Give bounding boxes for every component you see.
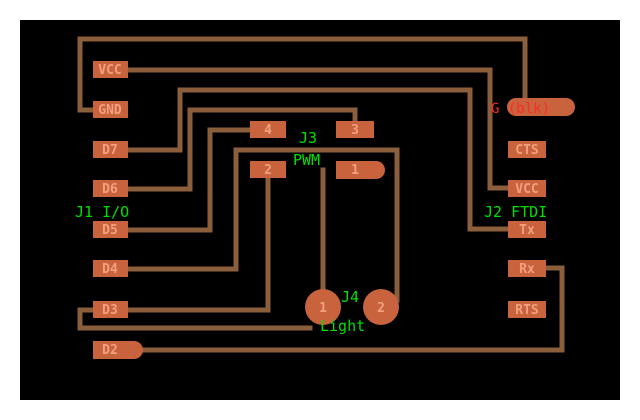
j1-connector: VCC GND D7 D6 D5 D4 D3 D2 J1 I/O	[75, 61, 143, 359]
j3-pad	[250, 121, 286, 138]
j4-pad	[363, 289, 399, 325]
trace-d6	[125, 107, 358, 192]
j1-pad	[93, 301, 128, 318]
j4-pad	[305, 289, 341, 325]
trace-d5	[125, 127, 253, 233]
j2-pad	[508, 221, 546, 238]
j1-pin-d4: D4	[102, 262, 118, 277]
j1-label: J1 I/O	[75, 203, 129, 221]
board-background	[20, 20, 620, 400]
trace-d3	[125, 175, 271, 313]
j2-pin-cts: CTS	[515, 143, 539, 158]
j2-pad	[508, 260, 546, 277]
j2-pin-tx: Tx	[519, 223, 535, 238]
trace-d7	[125, 87, 511, 232]
j3-pad	[250, 161, 286, 178]
j3-label: J3	[299, 129, 317, 147]
j1-pin-d3: D3	[102, 303, 118, 318]
j1-pin-gnd: GND	[98, 103, 122, 118]
j1-pad-d2	[93, 341, 143, 359]
trace-gnd	[77, 36, 528, 113]
j2-pin-rx: Rx	[519, 262, 535, 277]
j3-pad-1	[336, 161, 385, 179]
j3-pin-3: 3	[351, 123, 359, 138]
j4-sublabel: Light	[320, 317, 365, 335]
j4-label: J4	[341, 288, 359, 306]
trace-d2-rx	[137, 265, 565, 353]
trace-j1-ground-rail	[77, 307, 313, 331]
j3-connector: 4 3 2 1 J3 PWM	[250, 121, 385, 179]
j1-pad	[93, 101, 128, 118]
j3-pin-2: 2	[264, 163, 272, 178]
j2-label: J2 FTDI	[484, 203, 547, 221]
j2-pad	[508, 141, 546, 158]
j2-pad	[508, 180, 546, 197]
j2-pin-gnd: G (blk)	[491, 101, 550, 117]
j3-sublabel: PWM	[293, 151, 320, 169]
j3-pin-4: 4	[264, 123, 272, 138]
j3-pad	[336, 121, 374, 138]
j2-pin-vcc: VCC	[515, 182, 538, 197]
j1-pad	[93, 180, 128, 197]
j3-pin-1: 1	[351, 163, 359, 178]
j2-pad	[508, 301, 546, 318]
j1-pin-d2: D2	[102, 343, 118, 358]
j1-pad	[93, 141, 128, 158]
j2-connector: G (blk) CTS VCC Tx Rx RTS J2 FTDI	[484, 98, 575, 318]
j4-pin-2: 2	[377, 301, 385, 316]
j4-pin-1: 1	[319, 301, 327, 316]
j1-pin-d5: D5	[102, 223, 118, 238]
j2-pin-rts: RTS	[515, 303, 539, 318]
j2-pad-gnd	[507, 98, 575, 116]
j4-connector: 1 2 J4 Light	[305, 288, 399, 335]
j1-pin-vcc: VCC	[98, 63, 121, 78]
j1-pad	[93, 61, 128, 78]
traces	[77, 36, 565, 353]
trace-vcc	[125, 67, 511, 191]
j1-pad	[93, 260, 128, 277]
j1-pad	[93, 221, 128, 238]
j1-pin-d7: D7	[102, 143, 118, 158]
j1-pin-d6: D6	[102, 182, 118, 197]
